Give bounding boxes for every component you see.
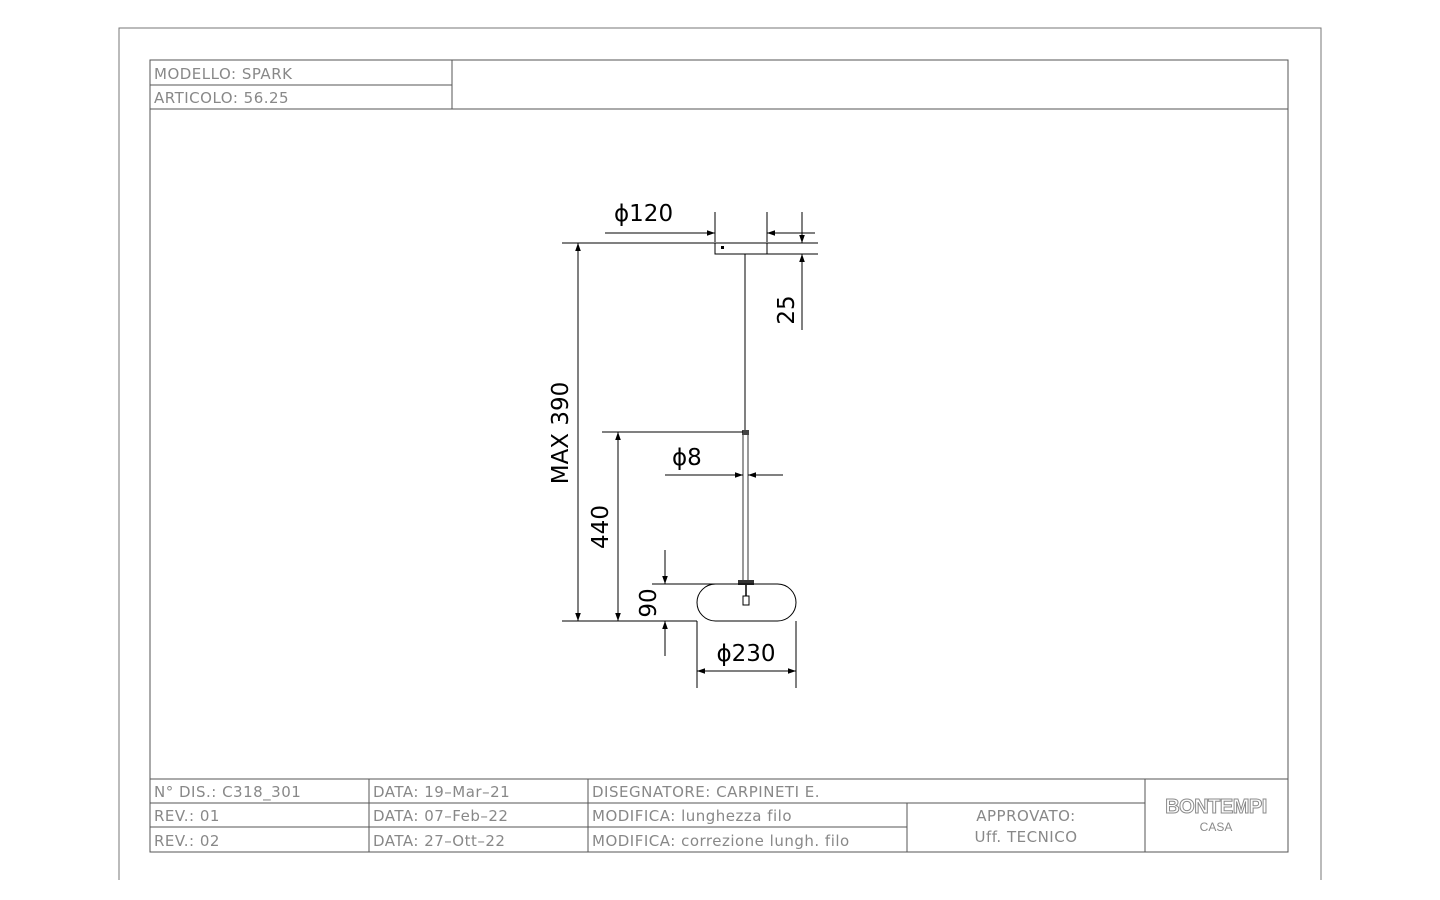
dim-cable-section: 440: [588, 505, 614, 549]
drawing-number: N° DIS.: C318_301: [154, 783, 301, 802]
dim-canopy-diameter: ϕ120: [614, 201, 673, 227]
drawing-frame: [149, 59, 1289, 853]
ceiling-canopy: [714, 242, 768, 255]
header-block: MODELLO: SPARK ARTICOLO: 56.25: [150, 60, 1288, 110]
logo-brand: BONTEMPI: [1165, 796, 1267, 818]
dim-cable-diameter: ϕ8: [672, 445, 702, 471]
title-block: N° DIS.: C318_301 DATA: 19–Mar–21 DISEGN…: [150, 778, 1288, 852]
dimension-labels: ϕ120 25 MAX 390 440 ϕ8 90 ϕ230: [548, 201, 800, 667]
approved-office: Uff. TECNICO: [974, 828, 1077, 846]
pendant-lamp-drawing: [696, 242, 797, 622]
revision-cell: REV.: 01: [154, 807, 220, 825]
sheet-border: [118, 27, 1322, 880]
dim-max-length: MAX 390: [548, 382, 574, 485]
logo-sub: CASA: [1200, 820, 1233, 834]
glass-shade: [696, 583, 797, 622]
modification-cell: MODIFICA: lunghezza filo: [592, 807, 792, 825]
date-cell: DATA: 27–Ott–22: [373, 832, 505, 850]
article-label: ARTICOLO: 56.25: [154, 89, 289, 107]
modification-cell: MODIFICA: correzione lungh. filo: [592, 832, 850, 850]
approved-label: APPROVATO:: [976, 807, 1075, 825]
dim-shade-diameter: ϕ230: [716, 641, 775, 667]
dim-canopy-height: 25: [774, 295, 800, 324]
dim-shade-height: 90: [636, 588, 662, 617]
revision-cell: REV.: 02: [154, 832, 220, 850]
bulb: [742, 595, 750, 606]
bontempi-logo: BONTEMPI CASA: [1165, 796, 1268, 835]
model-label: MODELLO: SPARK: [154, 65, 293, 83]
dimension-lines: [562, 212, 818, 688]
date-cell: DATA: 19–Mar–21: [373, 783, 510, 801]
date-cell: DATA: 07–Feb–22: [373, 807, 508, 825]
designer-cell: DISEGNATORE: CARPINETI E.: [592, 783, 820, 801]
